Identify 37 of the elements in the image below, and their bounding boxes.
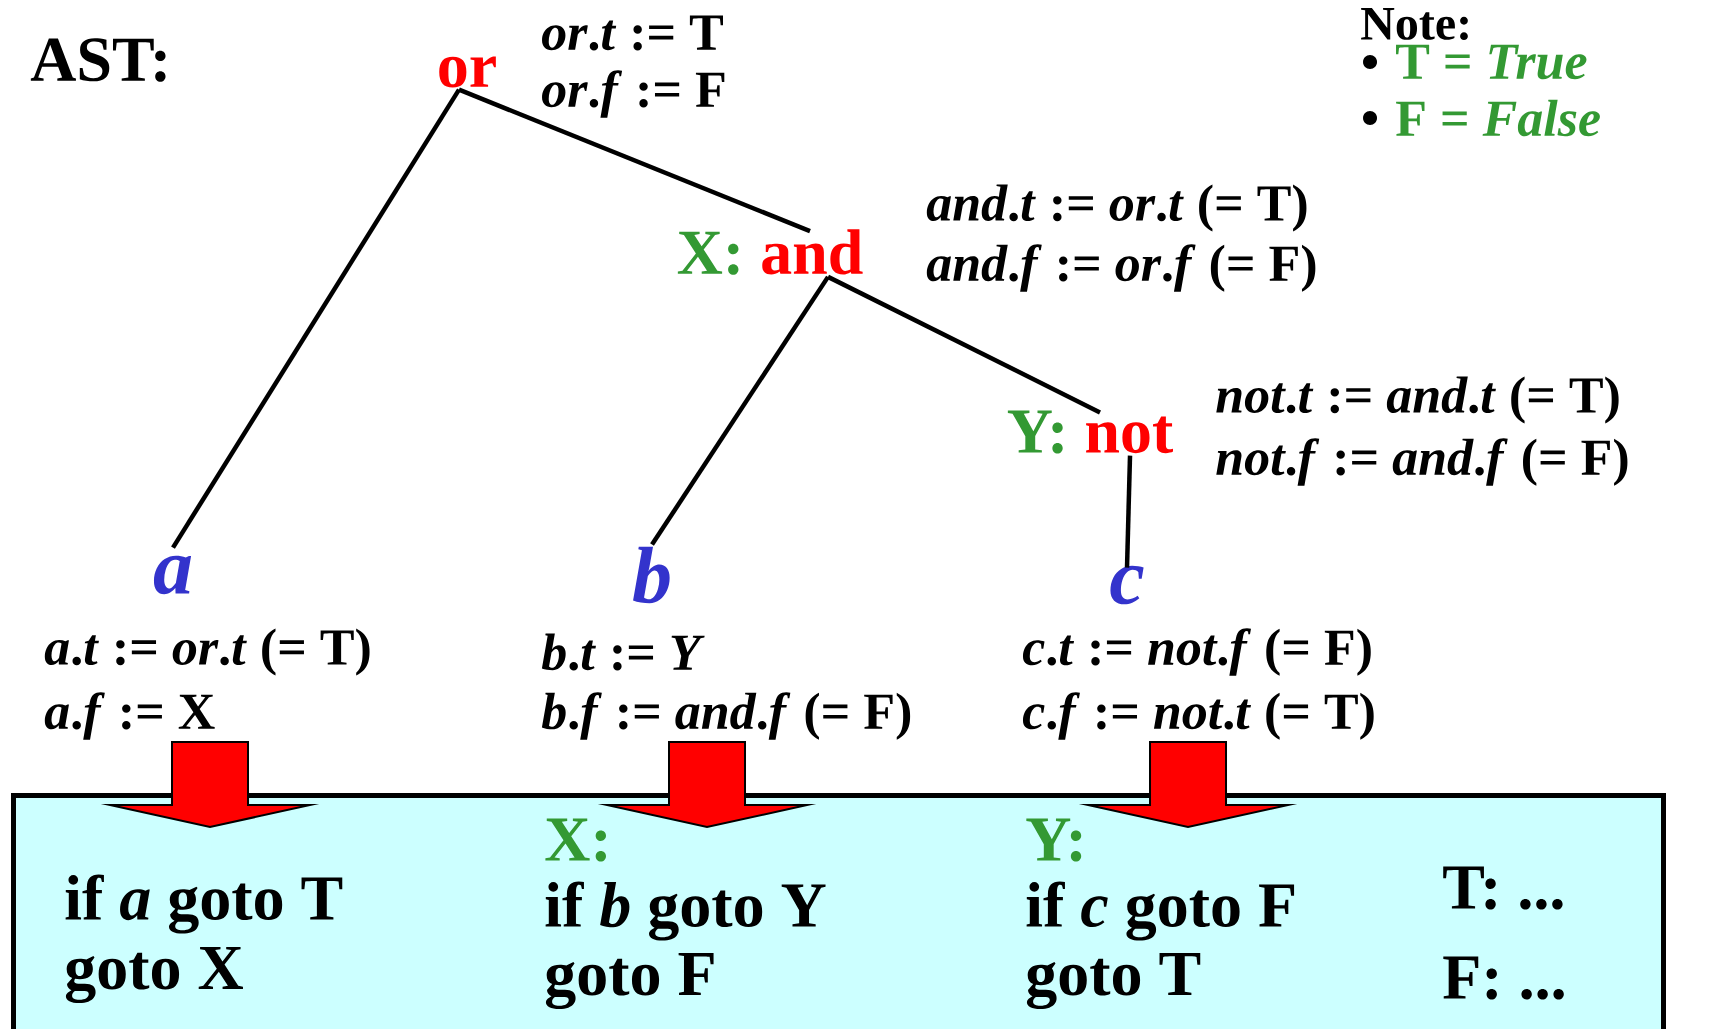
note-text: T = True — [1396, 44, 1587, 80]
attribute-rule: and.f := or.f (= F) — [926, 244, 1316, 292]
attribute-rule: or.t := T — [542, 15, 723, 51]
tree-line — [171, 88, 461, 549]
attribute-rule: c.t := not.f (= F) — [1023, 628, 1371, 676]
tree-node-label: b — [633, 546, 670, 604]
tree-line — [650, 275, 830, 546]
tree-node-label: X: and — [677, 229, 863, 275]
attribute-rule: a.t := or.t (= T) — [44, 628, 370, 676]
tree-node-label: Y: not — [1007, 410, 1173, 454]
note-text: Note: — [1361, 7, 1468, 41]
code-line: Y: — [1026, 818, 1082, 862]
tree-node-label: or — [439, 56, 496, 88]
attribute-rule: a.f := X — [44, 692, 215, 740]
code-line: if a goto T — [65, 874, 343, 934]
code-line: if b goto Y — [545, 881, 826, 941]
code-line: F: ... — [1443, 956, 1564, 1000]
code-line: if c goto F — [1026, 881, 1295, 941]
attribute-rule: b.t := Y — [541, 633, 705, 671]
attribute-rule: c.f := not.t (= T) — [1023, 692, 1374, 740]
attribute-rule: or.f := F — [542, 70, 725, 118]
tree-node-label: c — [1110, 565, 1144, 605]
tree-line — [1124, 455, 1133, 568]
tree-node-label: a — [153, 555, 192, 595]
attribute-rule: b.f := and.f (= F) — [541, 692, 911, 740]
code-line: T: ... — [1443, 866, 1563, 910]
attribute-rule: and.t := or.t (= T) — [926, 184, 1307, 232]
attribute-rule: not.t := and.t (= T) — [1216, 376, 1619, 424]
attribute-rule: not.f := and.f (= F) — [1216, 438, 1628, 486]
tree-line — [458, 87, 811, 234]
note-text: AST: — [30, 38, 166, 82]
note-text: F = False — [1396, 99, 1600, 137]
tree-line — [827, 274, 1101, 415]
code-line: X: — [545, 818, 606, 862]
code-line: goto X — [65, 947, 243, 1004]
code-line: goto F — [545, 953, 714, 1010]
code-line: goto T — [1026, 953, 1201, 1010]
